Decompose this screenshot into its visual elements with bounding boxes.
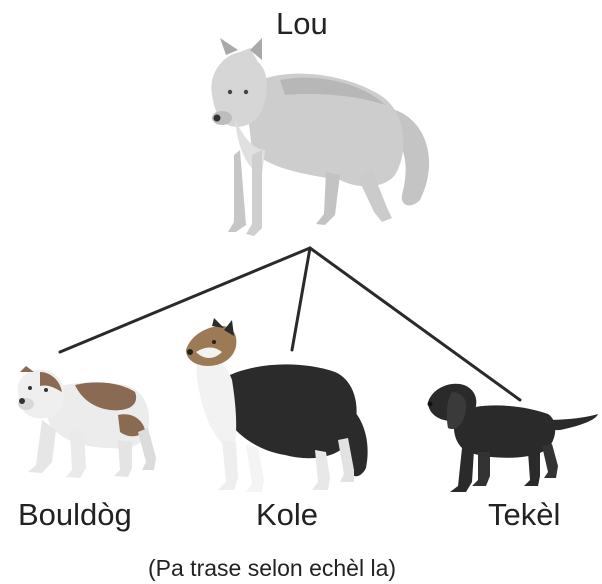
- scale-note: (Pa trase selon echèl la): [148, 555, 397, 581]
- child-label-tekel: Tekèl: [488, 497, 561, 532]
- collie-icon: [186, 318, 368, 492]
- wolf-icon: [211, 38, 430, 236]
- bulldog-icon: [17, 366, 156, 478]
- parent-label-lou: Lou: [276, 6, 328, 41]
- connector-lou-tekel: [308, 246, 522, 402]
- dachshund-icon: [427, 383, 598, 492]
- child-label-bouldog: Bouldòg: [18, 497, 132, 532]
- child-label-kole: Kole: [256, 497, 319, 532]
- lineage-connectors: [58, 246, 522, 402]
- connector-lou-kole: [290, 246, 312, 352]
- connector-lou-bouldog: [58, 246, 312, 354]
